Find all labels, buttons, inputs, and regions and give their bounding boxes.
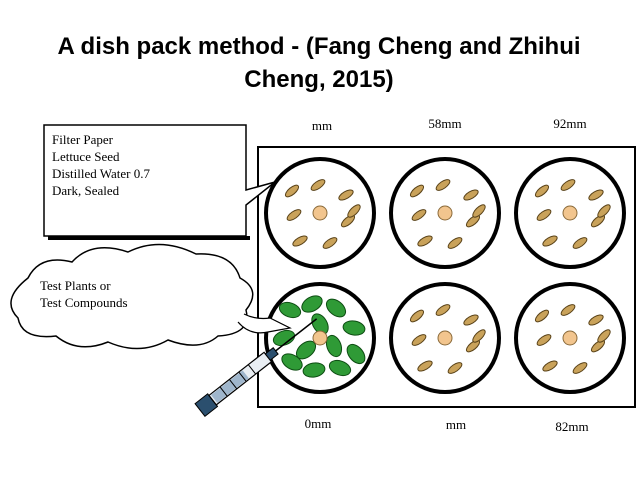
slide-title: A dish pack method - (Fang Cheng and Zhi… (0, 30, 638, 96)
lettuce-seed-icon (463, 189, 479, 201)
svg-text:Filter Paper Lettuce See: Filter Paper Lettuce Seed Distilled Wate… (52, 132, 153, 198)
petri-dish (264, 282, 376, 394)
title-line-2: Cheng, 2015) (244, 66, 394, 93)
lettuce-seed-icon (411, 209, 427, 221)
lettuce-seed-icon (409, 184, 425, 198)
plant-leaf-icon (281, 353, 303, 371)
lettuce-seed-icon (572, 237, 588, 249)
lettuce-seed-icon (588, 189, 604, 201)
top-label-3: 92mm (553, 116, 586, 131)
lettuce-seed-icon (435, 179, 451, 191)
lettuce-seed-icon (472, 329, 486, 343)
dish-center-well (312, 330, 328, 346)
dish-center-well (562, 330, 578, 346)
lettuce-seed-icon (292, 235, 308, 247)
lettuce-seed-icon (572, 362, 588, 374)
plant-leaf-icon (346, 343, 366, 365)
petri-dish (389, 157, 501, 269)
cloud-line-2: Test Compounds (40, 295, 128, 310)
callout-line-1: Filter Paper (52, 132, 114, 147)
lettuce-seed-icon (322, 237, 338, 249)
lettuce-seed-icon (472, 204, 486, 218)
lettuce-seed-icon (338, 189, 354, 201)
title-line-1: A dish pack method - (Fang Cheng and Zhi… (57, 33, 581, 60)
cloud-line-1: Test Plants or (40, 278, 111, 293)
lettuce-seed-icon (435, 304, 451, 316)
lettuce-seed-icon (447, 362, 463, 374)
lettuce-seed-icon (463, 314, 479, 326)
lettuce-seed-icon (536, 209, 552, 221)
bottom-label-3: 82mm (555, 419, 588, 434)
lettuce-seed-icon (417, 235, 433, 247)
dish-center-well (437, 205, 453, 221)
lettuce-seed-icon (536, 334, 552, 346)
lettuce-seed-icon (588, 314, 604, 326)
lettuce-seed-icon (560, 304, 576, 316)
plant-leaf-icon (325, 298, 347, 318)
plant-leaf-icon (278, 301, 302, 319)
dish-center-well (437, 330, 453, 346)
lettuce-seed-icon (417, 360, 433, 372)
lettuce-seed-icon (409, 309, 425, 323)
plant-leaf-icon (342, 320, 366, 336)
lettuce-seed-icon (597, 204, 611, 218)
petri-dish (514, 282, 626, 394)
petri-dish (514, 157, 626, 269)
lettuce-seed-icon (284, 184, 300, 198)
lettuce-seed-icon (411, 334, 427, 346)
plant-leaf-icon (328, 359, 352, 377)
petri-dish (389, 282, 501, 394)
plant-leaf-icon (272, 329, 296, 347)
callout-line-4: Dark, Sealed (52, 183, 120, 198)
svg-text:Test Plants or Test Comp: Test Plants or Test Compounds (40, 278, 128, 310)
lettuce-seed-icon (347, 204, 361, 218)
dish-center-well (312, 205, 328, 221)
lettuce-seed-icon (534, 184, 550, 198)
bottom-label-1: 0mm (305, 416, 332, 431)
top-label-1: mm (312, 118, 332, 133)
lettuce-seed-icon (447, 237, 463, 249)
plant-leaf-icon (301, 295, 323, 313)
lettuce-seed-icon (310, 179, 326, 191)
callout-box: Filter Paper Lettuce Seed Distilled Wate… (43, 124, 276, 240)
plant-leaf-icon (325, 334, 343, 358)
lettuce-seed-icon (286, 209, 302, 221)
lettuce-seed-icon (542, 360, 558, 372)
petri-dish (264, 157, 376, 269)
petri-dishes (264, 157, 626, 394)
bottom-label-2: mm (446, 417, 466, 432)
lettuce-seed-icon (560, 179, 576, 191)
top-label-2: 58mm (428, 116, 461, 131)
lettuce-seed-icon (542, 235, 558, 247)
syringe-icon (194, 318, 318, 418)
cloud-callout: Test Plants or Test Compounds (10, 243, 292, 350)
callout-shadow (48, 236, 250, 240)
callout-line-2: Lettuce Seed (52, 149, 120, 164)
lettuce-seed-icon (534, 309, 550, 323)
callout-line-3: Distilled Water 0.7 (52, 166, 151, 181)
plant-leaf-icon (302, 362, 326, 378)
lettuce-seed-icon (597, 329, 611, 343)
dish-center-well (562, 205, 578, 221)
